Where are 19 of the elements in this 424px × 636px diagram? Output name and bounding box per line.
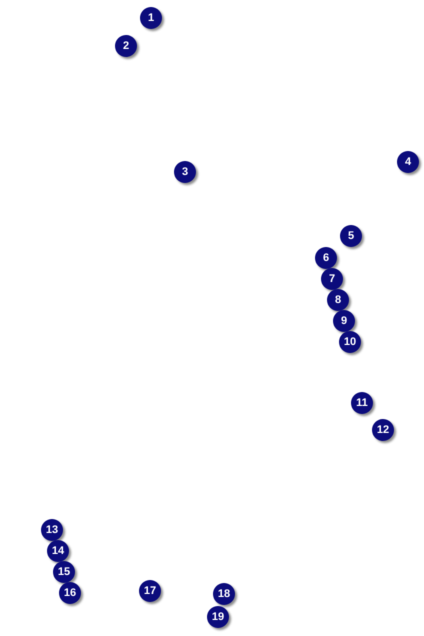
callout-number: 8 [327, 289, 349, 311]
callout-number: 16 [59, 582, 81, 604]
callout-number: 7 [321, 268, 343, 290]
callout-number: 2 [115, 35, 137, 57]
callout-number: 4 [397, 151, 419, 173]
callout-number: 3 [174, 161, 196, 183]
callout-number: 12 [372, 419, 394, 441]
callout-number: 10 [339, 331, 361, 353]
callout-number: 1 [140, 7, 162, 29]
callout-number: 17 [139, 580, 161, 602]
callout-number: 6 [315, 247, 337, 269]
callout-number: 18 [213, 583, 235, 605]
callout-number: 19 [207, 606, 229, 628]
callout-number: 14 [47, 540, 69, 562]
callout-number: 11 [351, 392, 373, 414]
callout-number: 9 [333, 310, 355, 332]
callout-number: 5 [340, 225, 362, 247]
callout-number: 15 [53, 561, 75, 583]
callout-number: 13 [41, 519, 63, 541]
